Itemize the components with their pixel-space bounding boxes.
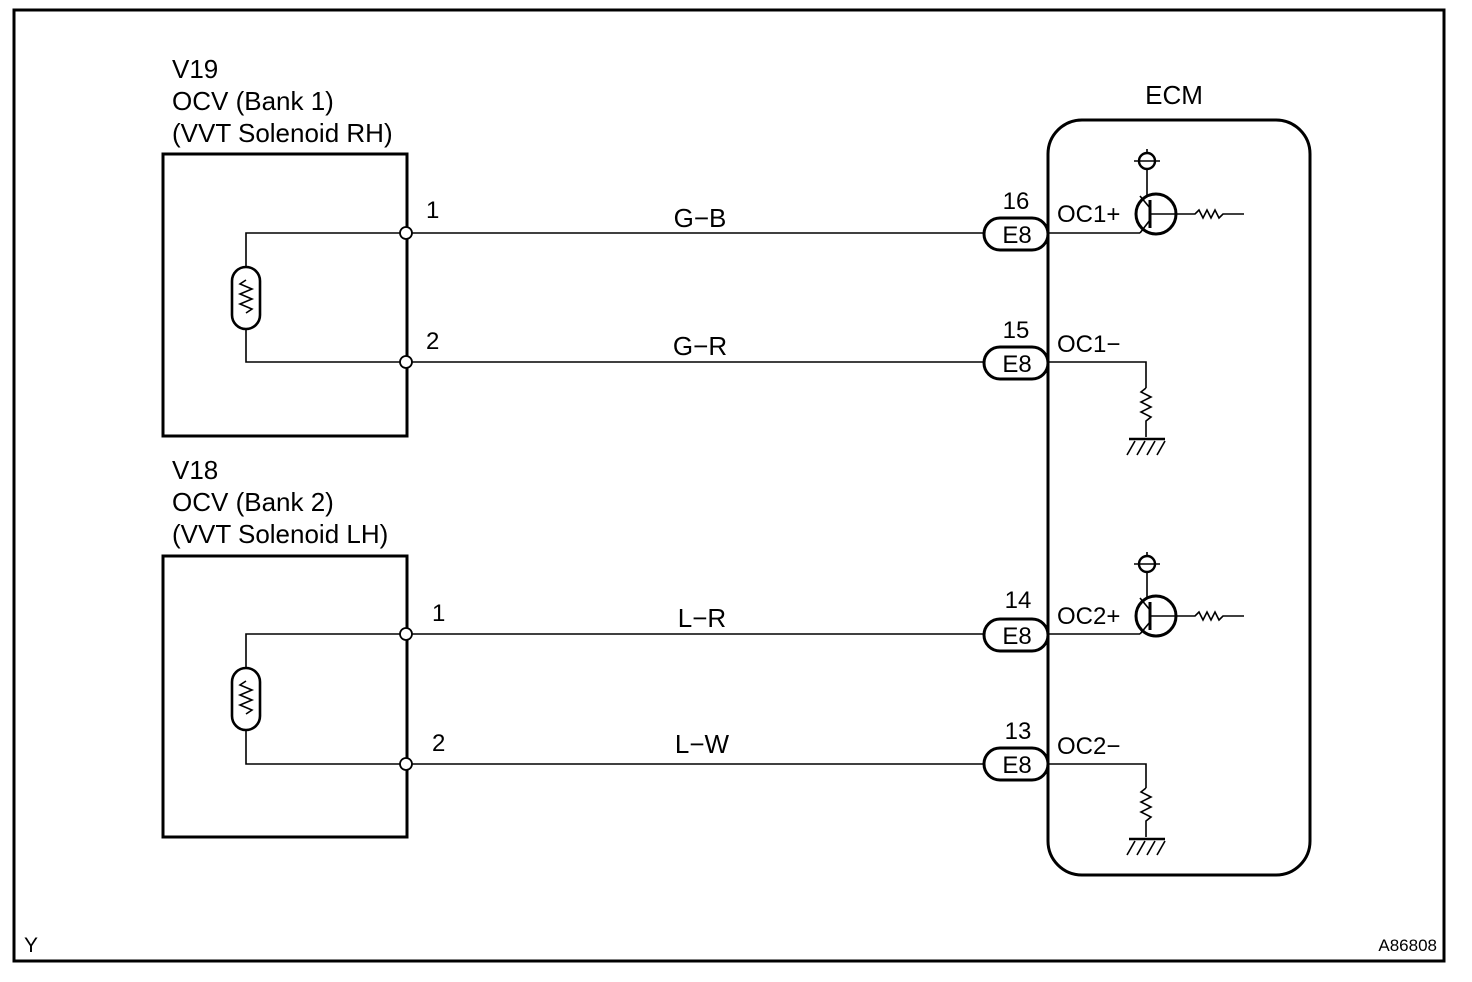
transistor-icon	[1134, 594, 1178, 638]
footer-left-code: Y	[24, 934, 38, 957]
wire-color-label: G−B	[674, 203, 727, 233]
v19-pin1-terminal	[399, 226, 413, 240]
connector-pin-13: E8 13	[982, 718, 1050, 782]
wire-1: G−R	[412, 331, 986, 363]
terminal-label: OC1+	[1057, 201, 1120, 228]
diagram-frame	[12, 8, 1446, 963]
pin-number: 15	[1003, 317, 1030, 344]
power-supply-icon	[1134, 552, 1160, 598]
ecm-oc1-plus-circuit: OC1+	[1048, 149, 1244, 236]
connector-name: E8	[1002, 222, 1031, 249]
connector-name: E8	[1002, 351, 1031, 378]
v19-box	[161, 152, 409, 438]
v19-pin1-label: 1	[426, 197, 439, 224]
figure-code: A86808	[1378, 936, 1437, 955]
v19-id: V19	[172, 54, 218, 84]
v18-name: OCV (Bank 2)	[172, 487, 334, 517]
ground-icon	[1126, 437, 1166, 456]
resistor-icon	[1139, 787, 1153, 837]
v19-name: OCV (Bank 1)	[172, 86, 334, 116]
v19-pin2-label: 2	[426, 328, 439, 355]
pin-number: 16	[1003, 188, 1030, 215]
terminal-label: OC2−	[1057, 733, 1120, 760]
ecm-oc1-minus-circuit: OC1−	[1048, 331, 1166, 456]
v18-pin1-label: 1	[432, 600, 445, 627]
v18-pin1-terminal	[399, 627, 413, 641]
ecm-box	[1046, 118, 1312, 877]
connector-pin-15: E8 15	[982, 317, 1050, 381]
v18-pin2-label: 2	[432, 730, 445, 757]
terminal-label: OC2+	[1057, 603, 1120, 630]
v18-pin2-terminal	[399, 757, 413, 771]
v18-box	[161, 554, 409, 839]
resistor-icon	[1139, 387, 1153, 437]
ground-icon	[1126, 837, 1166, 856]
v19-solenoid-resistor-icon	[230, 265, 262, 331]
pin-number: 14	[1005, 587, 1032, 614]
wire-color-label: G−R	[673, 331, 727, 361]
resistor-icon	[1176, 208, 1244, 220]
wire-0: G−B	[412, 203, 986, 234]
v18-internal-wire	[245, 633, 406, 765]
v19-desc: (VVT Solenoid RH)	[172, 118, 393, 148]
v19-internal-wire	[245, 232, 406, 363]
component-v18: V18 OCV (Bank 2) (VVT Solenoid LH) 1 2	[161, 455, 445, 839]
ecm-unit: ECM	[1046, 80, 1312, 877]
power-supply-icon	[1134, 149, 1160, 196]
component-v19: V19 OCV (Bank 1) (VVT Solenoid RH) 1 2	[161, 54, 439, 438]
v18-desc: (VVT Solenoid LH)	[172, 519, 388, 549]
wire-2: L−R	[412, 603, 986, 635]
v18-id: V18	[172, 455, 218, 485]
v19-pin2-terminal	[399, 355, 413, 369]
connector-name: E8	[1002, 752, 1031, 779]
resistor-icon	[1176, 610, 1244, 622]
ecm-oc2-plus-circuit: OC2+	[1048, 552, 1244, 638]
pin-number: 13	[1005, 718, 1032, 745]
wire-color-label: L−R	[678, 603, 726, 633]
transistor-icon	[1134, 192, 1178, 236]
ecm-title: ECM	[1145, 80, 1203, 110]
wire-color-label: L−W	[675, 729, 730, 759]
connector-pin-16: E8 16	[982, 188, 1050, 252]
ecm-oc2-minus-circuit: OC2−	[1048, 733, 1166, 856]
connector-name: E8	[1002, 623, 1031, 650]
wire-3: L−W	[412, 729, 986, 765]
terminal-label: OC1−	[1057, 331, 1120, 358]
connector-pin-14: E8 14	[982, 587, 1050, 653]
v18-solenoid-resistor-icon	[230, 666, 262, 732]
